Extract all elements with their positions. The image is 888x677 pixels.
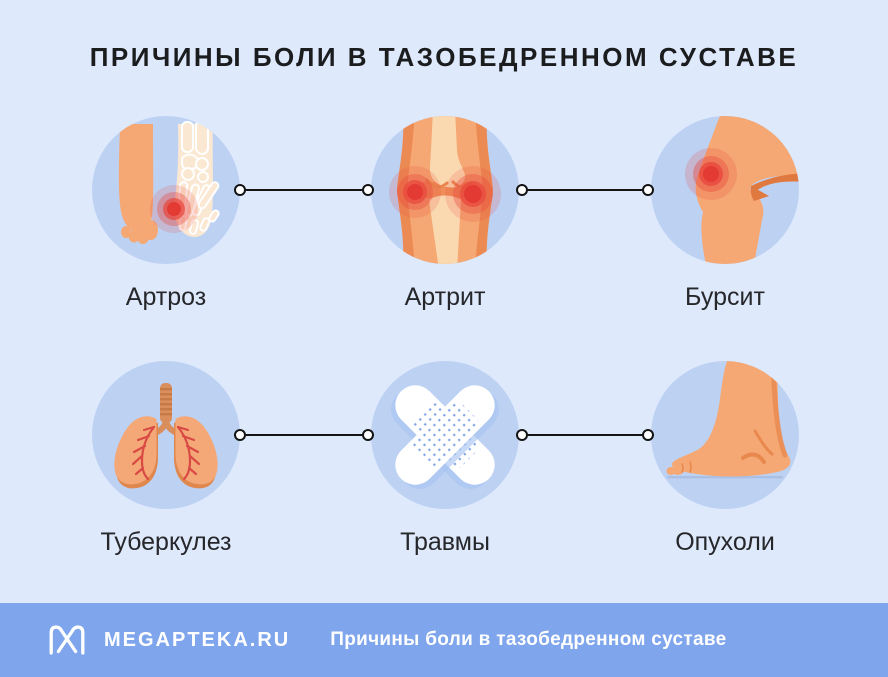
- connector-ring-icon: [642, 184, 654, 196]
- footer-caption: Причины боли в тазобедренном суставе: [330, 629, 727, 650]
- connector-rule: [527, 189, 643, 192]
- pain-spot: [445, 166, 501, 222]
- item-label-artrit: Артрит: [404, 283, 486, 311]
- connector-line: [516, 429, 654, 441]
- knee-front-pain-icon: [371, 116, 519, 264]
- connector-line: [234, 184, 374, 196]
- pain-spot: [150, 185, 198, 233]
- page-title: ПРИЧИНЫ БОЛИ В ТАЗОБЕДРЕННОМ СУСТАВЕ: [89, 42, 799, 72]
- foot-top-pain-icon: [92, 116, 240, 264]
- circle-artroz: [92, 116, 240, 264]
- connector-rule: [245, 434, 363, 437]
- item-label-tuberkulez: Туберкулез: [100, 528, 232, 556]
- footer-bar: MEGAPTEKA.RU Причины боли в тазобедренно…: [0, 603, 888, 677]
- item-label-bursit: Бурсит: [685, 283, 765, 311]
- lungs-icon: [92, 361, 240, 509]
- circle-travmy: [371, 361, 519, 509]
- pain-spot: [685, 148, 737, 200]
- knee-side-pain-icon: [651, 116, 799, 264]
- connector-rule: [527, 434, 643, 437]
- connector-rule: [245, 189, 363, 192]
- connector-ring-icon: [642, 429, 654, 441]
- megapteka-m-logo-icon: [49, 625, 85, 655]
- connector-ring-icon: [362, 184, 374, 196]
- circle-artrit: [371, 116, 519, 264]
- circle-opukholi: [651, 361, 799, 509]
- circle-tuberkulez: [92, 361, 240, 509]
- item-label-travmy: Травмы: [400, 528, 490, 556]
- pain-spot: [389, 166, 441, 218]
- item-label-opukholi: Опухоли: [675, 528, 775, 556]
- connector-line: [234, 429, 374, 441]
- connector-line: [516, 184, 654, 196]
- connector-ring-icon: [362, 429, 374, 441]
- footer-brand: MEGAPTEKA.RU: [104, 628, 291, 651]
- circle-bursit: [651, 116, 799, 264]
- foot-side-icon: [651, 361, 799, 509]
- crossed-bandages-icon: [371, 361, 519, 509]
- item-label-artroz: Артроз: [125, 283, 207, 311]
